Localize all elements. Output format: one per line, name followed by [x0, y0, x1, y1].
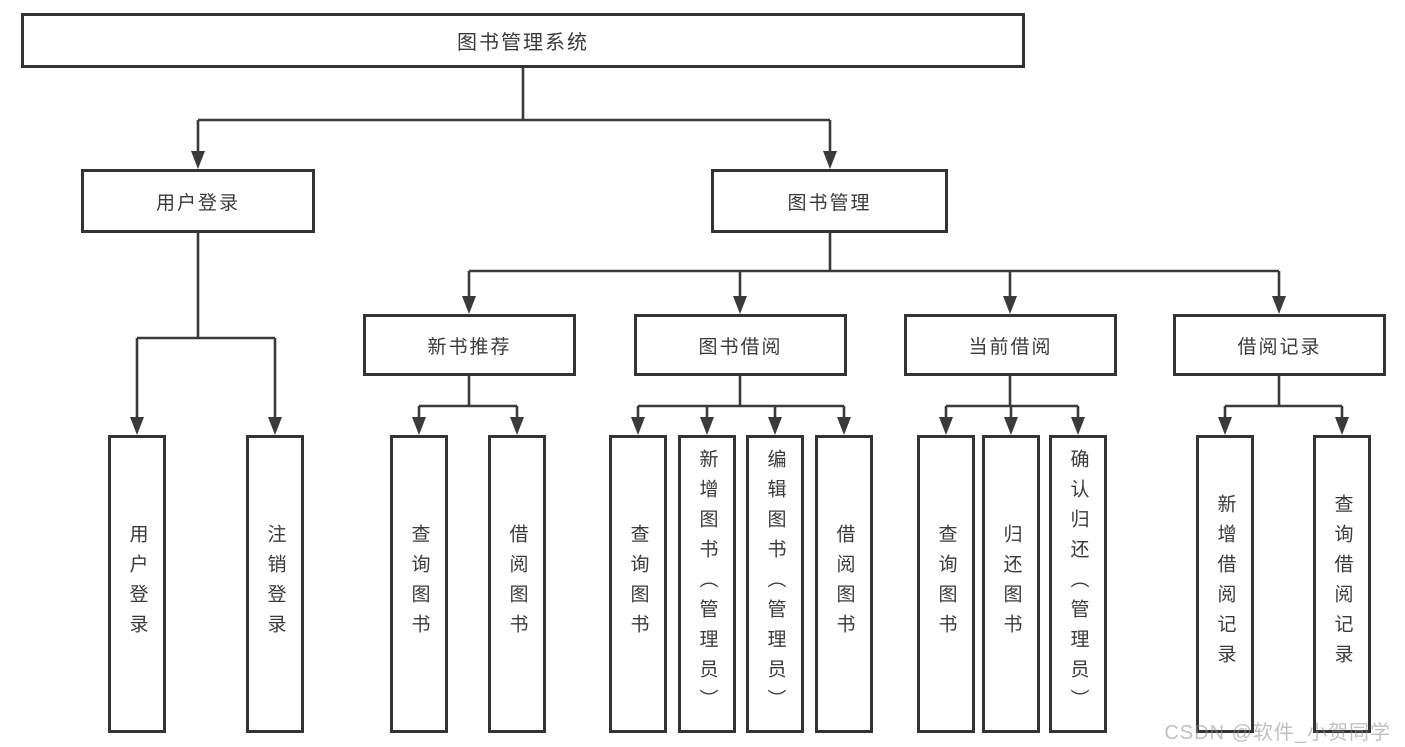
node-label: 确认归还（管理员） — [1067, 449, 1089, 719]
node-bb-edit-books-admin: 编辑图书（管理员） — [746, 435, 804, 733]
node-leaf-user-login: 用户登录 — [108, 435, 166, 733]
node-user-login: 用户登录 — [81, 169, 315, 233]
node-label: 新增图书（管理员） — [696, 449, 718, 719]
node-bb-add-books-admin: 新增图书（管理员） — [678, 435, 736, 733]
node-library-management-system: 图书管理系统 — [21, 13, 1025, 68]
node-label: 查询图书 — [627, 524, 649, 644]
node-borrow-records: 借阅记录 — [1173, 314, 1386, 376]
node-leaf-logout: 注销登录 — [246, 435, 304, 733]
node-label: 编辑图书（管理员） — [764, 449, 786, 719]
node-nb-borrow-books: 借阅图书 — [488, 435, 546, 733]
node-bb-borrow-books: 借阅图书 — [815, 435, 873, 733]
node-label: 图书管理 — [787, 192, 872, 214]
node-label: 借阅图书 — [833, 524, 855, 644]
node-current-borrow: 当前借阅 — [904, 314, 1117, 376]
node-book-management: 图书管理 — [711, 169, 948, 233]
node-label: 借阅记录 — [1237, 336, 1322, 358]
node-nb-query-books: 查询图书 — [390, 435, 448, 733]
node-new-book-recommend: 新书推荐 — [363, 314, 576, 376]
node-label: 注销登录 — [264, 524, 286, 644]
node-label: 查询图书 — [935, 524, 957, 644]
node-label: 当前借阅 — [968, 336, 1053, 358]
node-br-add-record: 新增借阅记录 — [1196, 435, 1254, 733]
watermark: CSDN @软件_小贺同学 — [1164, 722, 1391, 744]
node-cb-confirm-return-admin: 确认归还（管理员） — [1049, 435, 1107, 733]
node-label: 新书推荐 — [427, 336, 512, 358]
node-label: 归还图书 — [1000, 524, 1022, 644]
node-label: 查询图书 — [408, 524, 430, 644]
node-label: 用户登录 — [155, 192, 240, 214]
node-cb-return-books: 归还图书 — [982, 435, 1040, 733]
node-br-query-record: 查询借阅记录 — [1313, 435, 1371, 733]
node-label: 用户登录 — [126, 524, 148, 644]
node-bb-query-books: 查询图书 — [609, 435, 667, 733]
node-label: 图书管理系统 — [457, 32, 589, 54]
node-label: 借阅图书 — [506, 524, 528, 644]
node-book-borrow: 图书借阅 — [634, 314, 847, 376]
node-cb-query-books: 查询图书 — [917, 435, 975, 733]
node-label: 图书借阅 — [698, 336, 783, 358]
node-label: 查询借阅记录 — [1331, 494, 1353, 674]
node-label: 新增借阅记录 — [1214, 494, 1236, 674]
